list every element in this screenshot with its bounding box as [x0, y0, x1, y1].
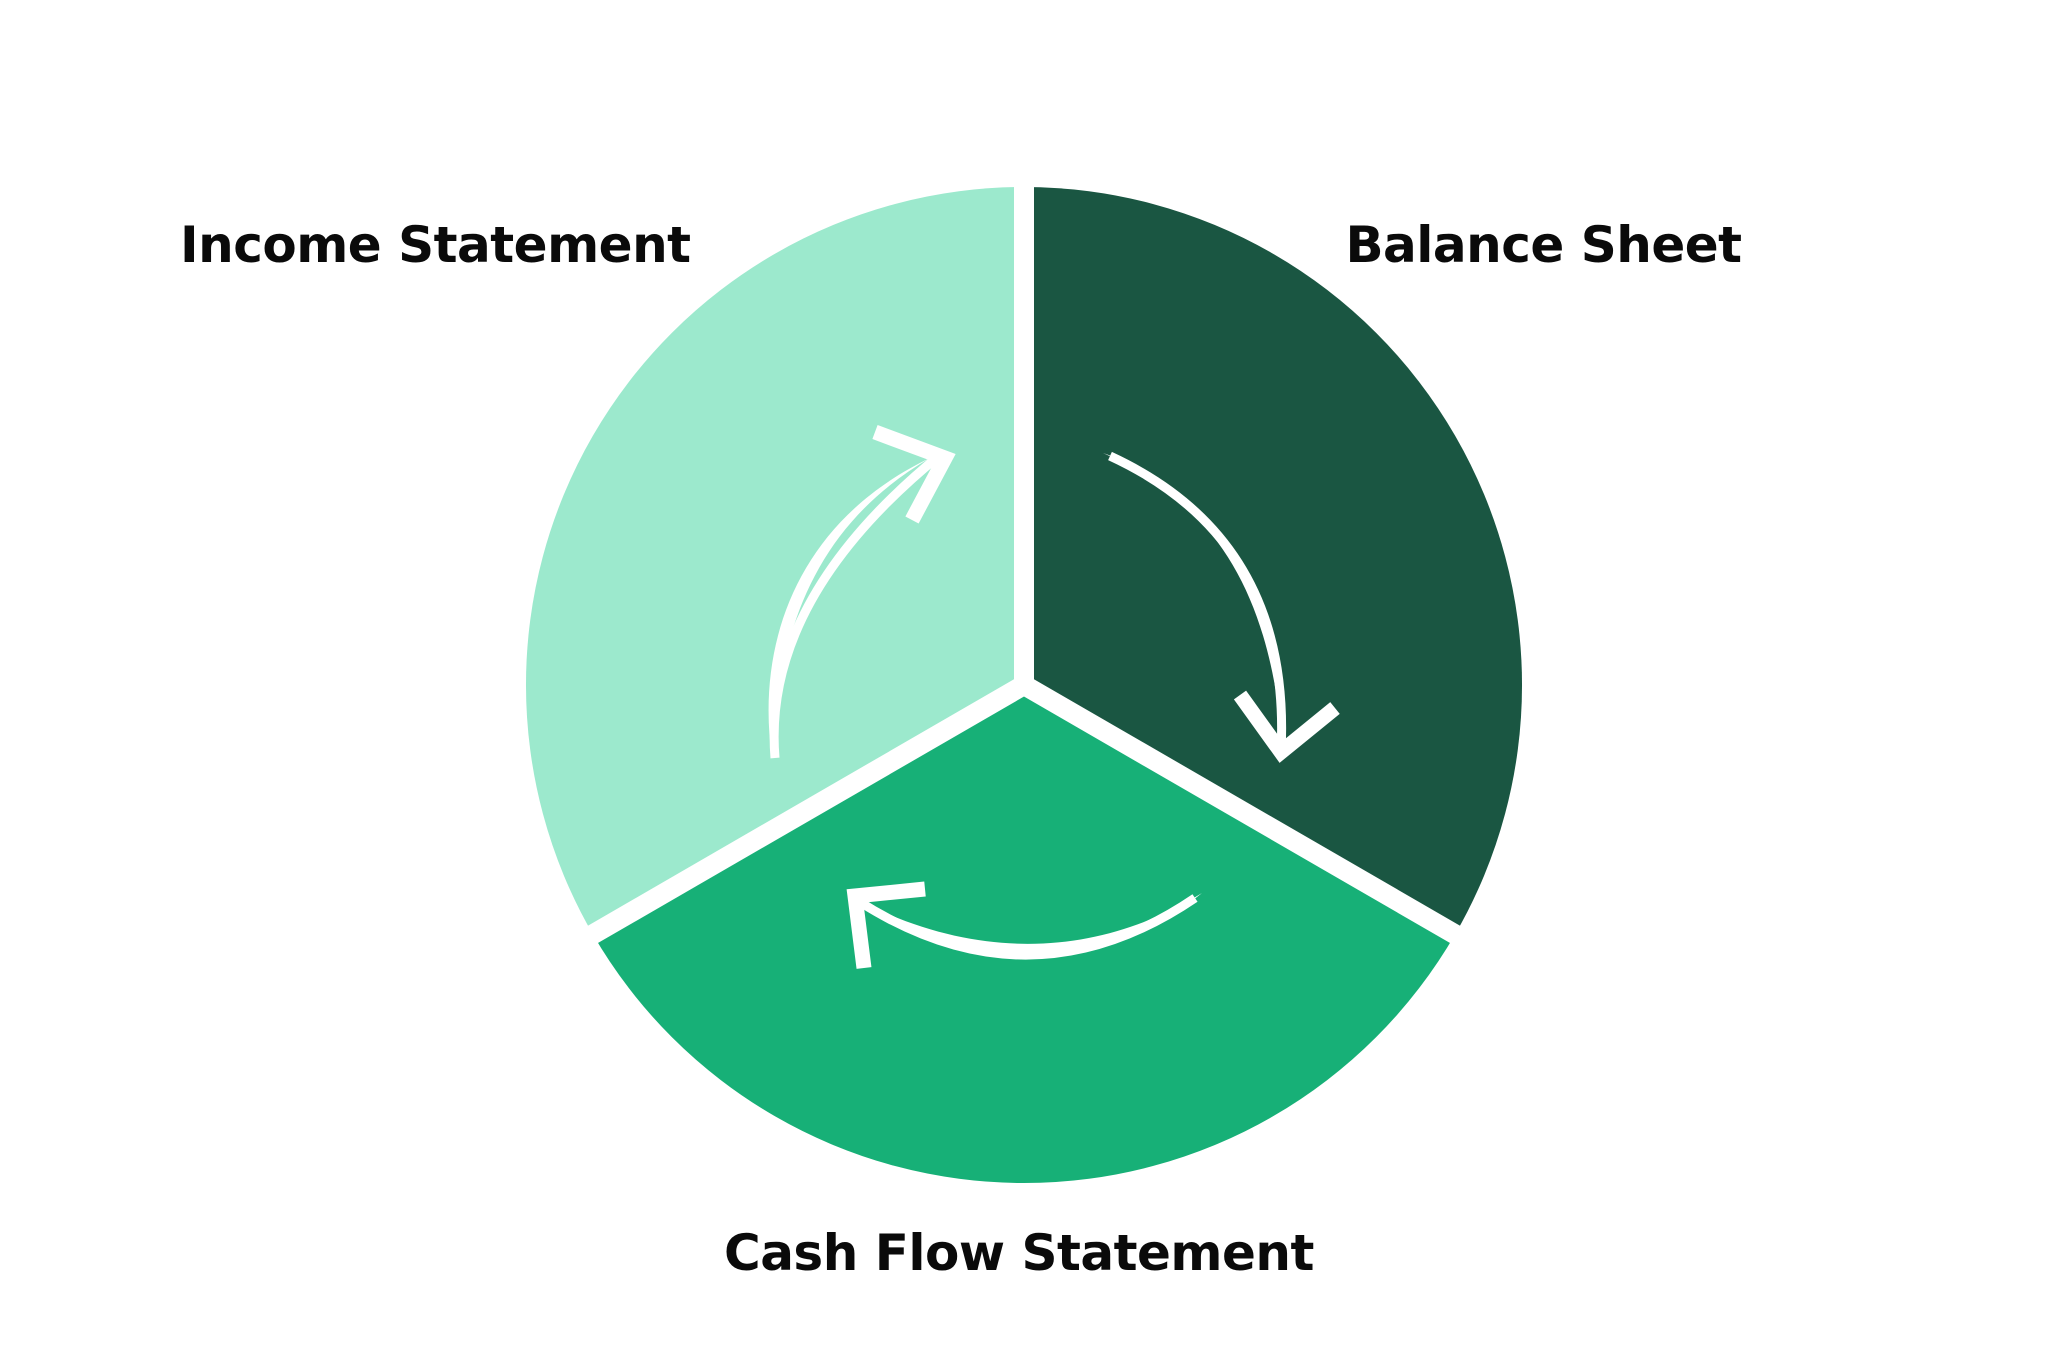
label-balance-sheet: Balance Sheet — [1345, 216, 1742, 274]
segment-separators — [572, 170, 1476, 952]
curved-arrow-icon — [768, 424, 956, 759]
curved-arrow-icon — [1103, 451, 1340, 763]
curved-arrow-icon — [846, 881, 1202, 969]
label-income-statement: Income Statement — [180, 216, 691, 274]
label-cash-flow-statement: Cash Flow Statement — [724, 1224, 1314, 1282]
